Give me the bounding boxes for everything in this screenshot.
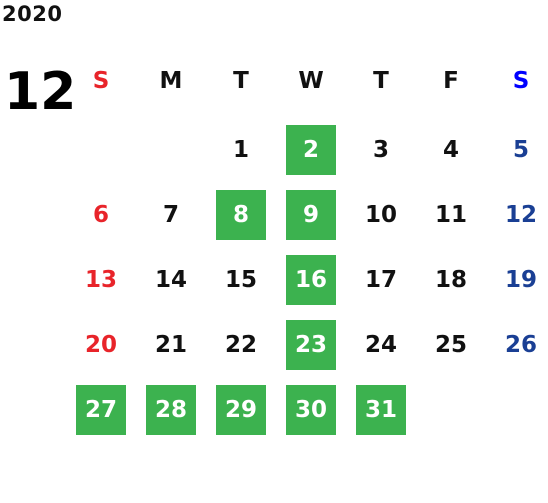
- day-cell-highlighted[interactable]: 2: [286, 125, 336, 175]
- day-cell[interactable]: 25: [434, 332, 467, 358]
- day-cell-highlighted[interactable]: 30: [286, 385, 336, 435]
- day-cell[interactable]: 11: [434, 202, 467, 228]
- day-cell[interactable]: 22: [224, 332, 257, 358]
- weekday-header: T: [233, 68, 249, 94]
- day-cell[interactable]: 26: [504, 332, 537, 358]
- day-cell[interactable]: 1: [232, 137, 249, 163]
- day-cell[interactable]: 3: [372, 137, 389, 163]
- day-cell[interactable]: 20: [84, 332, 117, 358]
- weekday-header: S: [512, 68, 530, 94]
- weekday-header: T: [373, 68, 389, 94]
- day-cell[interactable]: 21: [154, 332, 187, 358]
- day-cell-highlighted[interactable]: 8: [216, 190, 266, 240]
- day-cell-highlighted[interactable]: 27: [76, 385, 126, 435]
- day-cell[interactable]: 10: [364, 202, 397, 228]
- day-cell[interactable]: 18: [434, 267, 467, 293]
- weekday-header: F: [443, 68, 459, 94]
- day-cell-highlighted[interactable]: 23: [286, 320, 336, 370]
- year-label: 2020: [2, 2, 63, 26]
- day-cell-highlighted[interactable]: 31: [356, 385, 406, 435]
- day-cell-highlighted[interactable]: 16: [286, 255, 336, 305]
- day-cell[interactable]: 12: [504, 202, 537, 228]
- day-cell[interactable]: 17: [364, 267, 397, 293]
- day-cell[interactable]: 13: [84, 267, 117, 293]
- month-number: 12: [4, 62, 77, 122]
- day-cell[interactable]: 6: [92, 202, 109, 228]
- day-cell[interactable]: 15: [224, 267, 257, 293]
- day-cell[interactable]: 7: [162, 202, 179, 228]
- day-cell[interactable]: 4: [442, 137, 459, 163]
- weekday-header: S: [92, 68, 110, 94]
- day-cell[interactable]: 14: [154, 267, 187, 293]
- day-cell-highlighted[interactable]: 28: [146, 385, 196, 435]
- day-cell[interactable]: 24: [364, 332, 397, 358]
- weekday-header: M: [159, 68, 183, 94]
- day-cell-highlighted[interactable]: 9: [286, 190, 336, 240]
- weekday-header: W: [298, 68, 324, 94]
- day-cell[interactable]: 5: [512, 137, 529, 163]
- day-cell-highlighted[interactable]: 29: [216, 385, 266, 435]
- day-cell[interactable]: 19: [504, 267, 537, 293]
